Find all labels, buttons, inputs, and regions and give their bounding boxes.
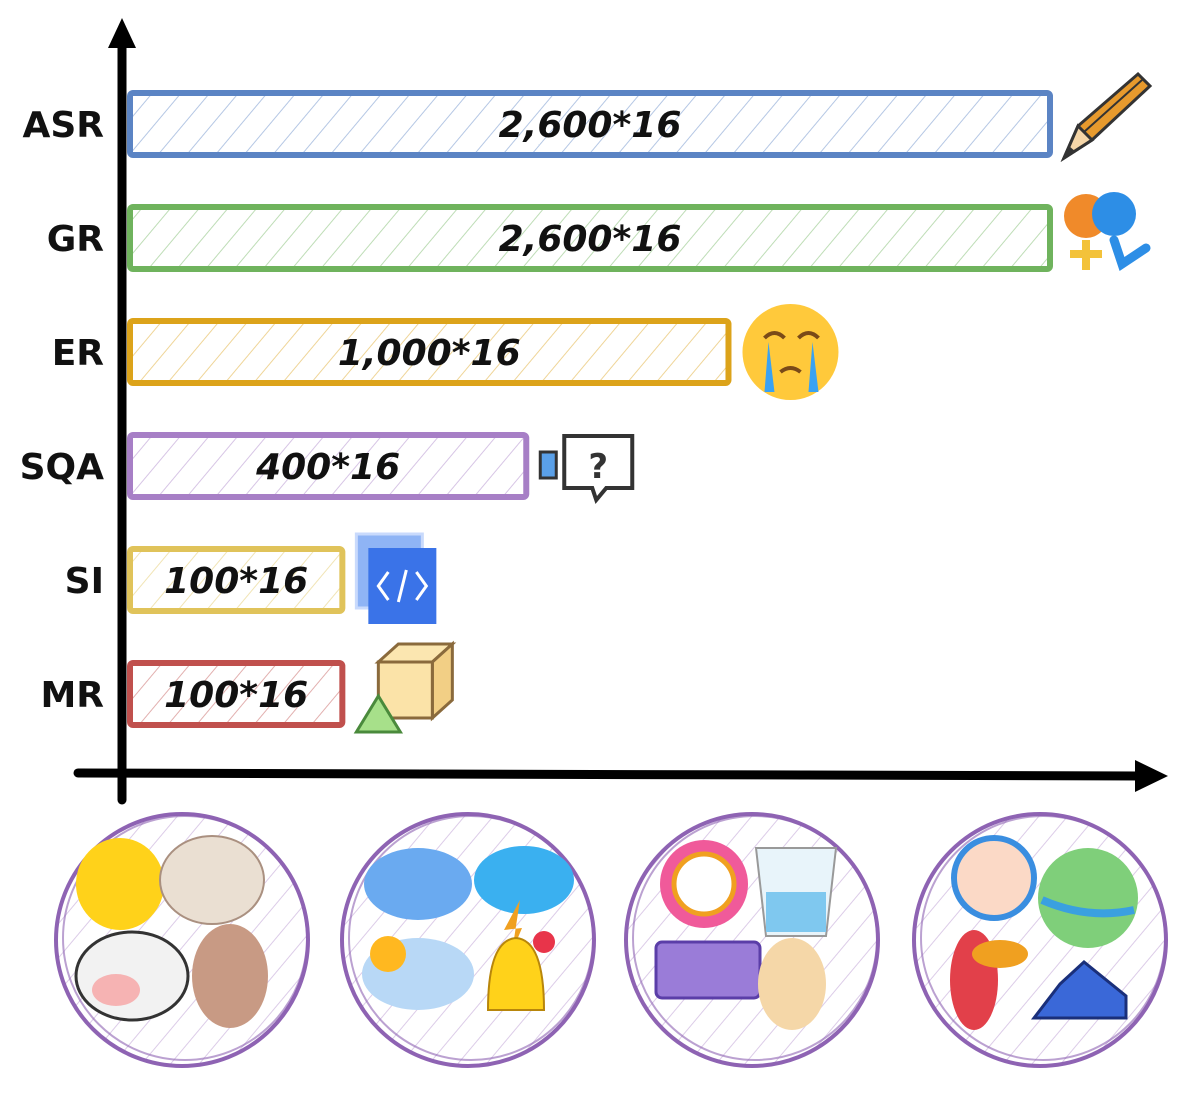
- category-label-asr: ASR: [22, 105, 104, 146]
- axes: [73, 18, 1168, 805]
- daily-sounds-icon: [624, 812, 880, 1068]
- x-axis: [73, 768, 1147, 781]
- svg-text:?: ?: [588, 447, 608, 487]
- category-label-si: SI: [65, 561, 104, 602]
- bottom-icons: [54, 812, 1168, 1068]
- bar-gr: [127, 204, 1053, 272]
- cube-cone-icon: [353, 640, 457, 734]
- bar-sqa: [127, 432, 530, 500]
- y-axis-arrowhead: [108, 18, 136, 48]
- question-chat-icon: ?: [538, 434, 635, 505]
- data-label-er: 1,000*16: [338, 333, 521, 374]
- bar-mr: [127, 660, 346, 728]
- human-nature-sounds-icon: [912, 812, 1168, 1068]
- pencil-icon: [1060, 71, 1153, 162]
- x-axis-arrowhead: [1135, 760, 1168, 792]
- weather-sounds-icon: [340, 812, 596, 1068]
- animal-sounds-icon: [54, 812, 310, 1068]
- data-label-gr: 2,600*16: [499, 219, 682, 260]
- bar-asr: [127, 90, 1053, 158]
- data-label-asr: 2,600*16: [499, 105, 682, 146]
- data-label-sqa: 400*16: [255, 447, 400, 488]
- category-label-sqa: SQA: [20, 447, 105, 488]
- code-icon: [354, 532, 437, 624]
- crying-face-icon: [742, 304, 839, 400]
- category-labels: ASR GR ER SQA SI MR: [20, 105, 105, 716]
- category-label-gr: GR: [47, 219, 104, 260]
- bar-er: [127, 318, 732, 386]
- bar-si: [127, 546, 346, 614]
- data-label-mr: 100*16: [164, 675, 308, 716]
- category-label-mr: MR: [40, 675, 104, 716]
- data-label-si: 100*16: [164, 561, 308, 602]
- bar-icons: ?: [353, 71, 1153, 734]
- category-label-er: ER: [52, 333, 104, 374]
- gender-icon: [1064, 192, 1151, 272]
- bars: 2,600*16 2,600*16 1,000*16 400*16 100*16 100*…: [127, 90, 1053, 728]
